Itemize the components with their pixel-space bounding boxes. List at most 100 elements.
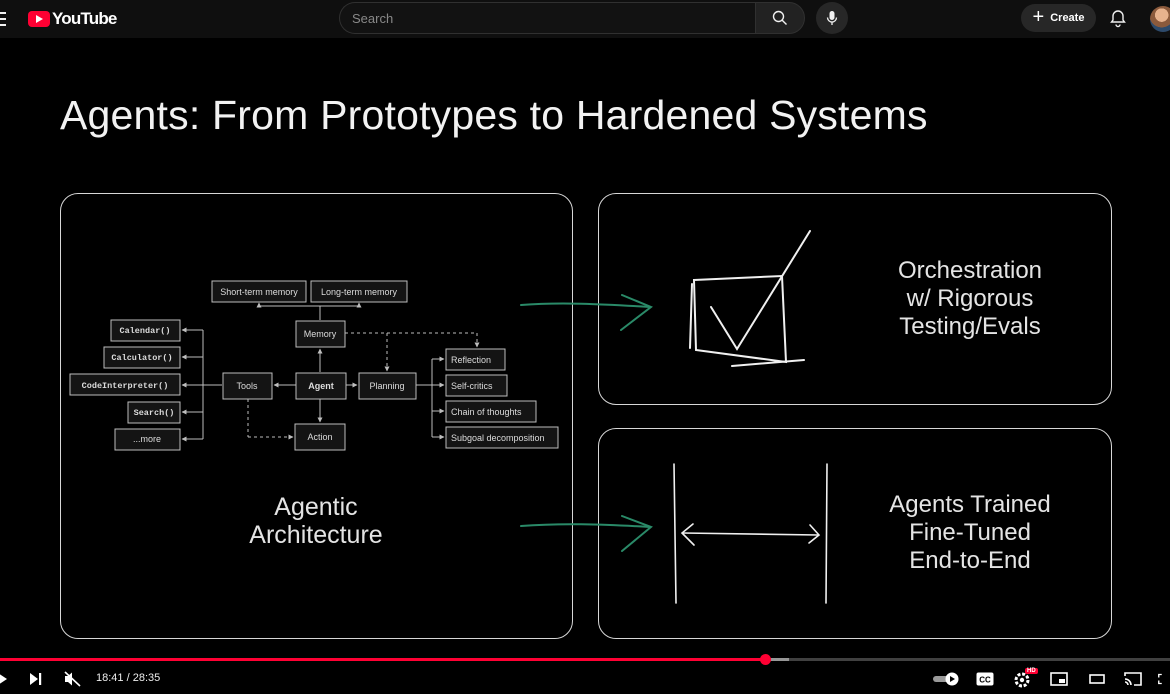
planning-node: Planning [358,372,417,400]
svg-text:Agent: Agent [308,381,334,391]
settings-icon [1014,672,1030,688]
label-line: Orchestration [897,257,1043,284]
played-progress [0,658,766,661]
agent-node: Agent [295,372,347,400]
svg-text:Planning: Planning [369,381,404,391]
double-arrow-icon [673,463,828,604]
tool-item-calculator: Calculator() [103,346,181,369]
autoplay-icon [933,672,959,686]
play-icon [0,674,7,684]
top-bar: YouTube + Create [0,0,1170,38]
tool-item-code-interpreter: CodeInterpreter() [69,373,181,396]
scrubber-handle[interactable] [760,654,772,665]
checkbox-check-icon [689,230,811,367]
green-arrows [520,294,653,552]
label-line: Architecture [249,521,383,549]
create-button[interactable]: + Create [1021,4,1096,32]
captions-button[interactable]: CC [974,668,996,690]
progress-bar[interactable] [0,654,1170,665]
mute-icon [64,671,81,687]
time-separator: / [123,672,133,684]
orchestration-label: Orchestration w/ Rigorous Testing/Evals [847,257,1093,341]
label-line: Agents Trained [889,491,1051,518]
arrow-head [621,515,653,552]
orchestration-panel: Orchestration w/ Rigorous Testing/Evals [598,193,1112,405]
logo-text: YouTube [52,9,117,28]
label-line: Agentic [274,493,358,521]
miniplayer-button[interactable] [1048,668,1070,690]
cast-icon [1124,672,1142,686]
avatar[interactable] [1150,6,1170,32]
svg-text:Memory: Memory [304,329,337,339]
next-button[interactable] [26,668,46,690]
arrow-to-trained-agents [520,523,651,528]
search-input[interactable] [340,3,755,33]
hd-badge: HD [1025,668,1038,674]
captions-icon: CC [976,672,994,686]
plus-icon: + [1032,6,1045,28]
svg-text:Action: Action [307,432,332,442]
youtube-logo[interactable]: YouTube [28,8,117,30]
arrow-head [620,294,653,331]
diagram-connectors [181,302,480,442]
create-label: Create [1050,12,1085,24]
svg-text:Tools: Tools [236,381,258,391]
arrow-to-orchestration [520,302,651,308]
label-line: End-to-End [909,547,1031,574]
label-line: w/ Rigorous [906,285,1034,312]
fullscreen-icon [1158,673,1162,685]
youtube-logo-icon [28,11,50,27]
bell-icon[interactable] [1108,8,1128,28]
miniplayer-icon [1050,672,1068,686]
planning-item-reflection: Reflection [445,348,506,371]
svg-text:Search(): Search() [134,408,175,418]
current-time: 18:41 [96,672,124,684]
next-icon [30,673,42,685]
agentic-architecture-panel: Agentic Architecture [60,193,573,639]
svg-text:Self-critics: Self-critics [451,381,493,391]
search-button[interactable] [755,2,805,34]
svg-text:Chain of thoughts: Chain of thoughts [451,407,522,417]
mic-icon [826,11,838,25]
memory-node: Memory [295,320,346,348]
planning-item-subgoal-decomposition: Subgoal decomposition [445,426,559,449]
tools-node: Tools [222,372,273,400]
label-line: Testing/Evals [899,313,1041,340]
short-term-memory-node: Short-term memory [211,280,307,303]
planning-item-chain-of-thoughts: Chain of thoughts [445,400,537,423]
svg-text:Subgoal decomposition: Subgoal decomposition [451,433,545,443]
svg-text:Calculator(): Calculator() [111,353,172,363]
long-term-memory-node: Long-term memory [310,280,408,303]
fullscreen-button[interactable] [1158,668,1170,690]
slide-title: Agents: From Prototypes to Hardened Syst… [60,92,928,138]
settings-button[interactable]: HD [1010,668,1038,690]
duration: 28:35 [132,672,161,684]
menu-icon[interactable] [0,8,10,30]
theater-icon [1089,674,1105,684]
search-icon [772,10,787,25]
svg-text:Long-term memory: Long-term memory [321,287,398,297]
tool-item-calendar: Calendar() [110,319,181,342]
svg-text:Calendar(): Calendar() [119,326,170,336]
trained-agents-label: Agents Trained Fine-Tuned End-to-End [847,491,1093,575]
svg-text:CodeInterpreter(): CodeInterpreter() [82,381,169,391]
svg-text:...more: ...more [133,434,161,444]
svg-text:Short-term memory: Short-term memory [220,287,298,297]
mute-button[interactable] [62,668,84,690]
tool-item-search: Search() [127,401,181,424]
tool-item-more: ...more [114,428,181,451]
voice-search-button[interactable] [816,2,848,34]
svg-text:CC: CC [979,676,991,685]
agentic-architecture-label: Agentic Architecture [61,493,571,549]
trained-agents-panel: Agents Trained Fine-Tuned End-to-End [598,428,1112,639]
autoplay-toggle[interactable] [931,668,961,690]
cast-button[interactable] [1122,668,1144,690]
theater-mode-button[interactable] [1086,668,1108,690]
planning-item-self-critics: Self-critics [445,374,508,397]
time-display: 18:41 / 28:35 [96,672,160,684]
svg-text:Reflection: Reflection [451,355,491,365]
search-box [339,2,755,34]
play-button[interactable] [0,668,10,690]
action-node: Action [294,423,346,451]
